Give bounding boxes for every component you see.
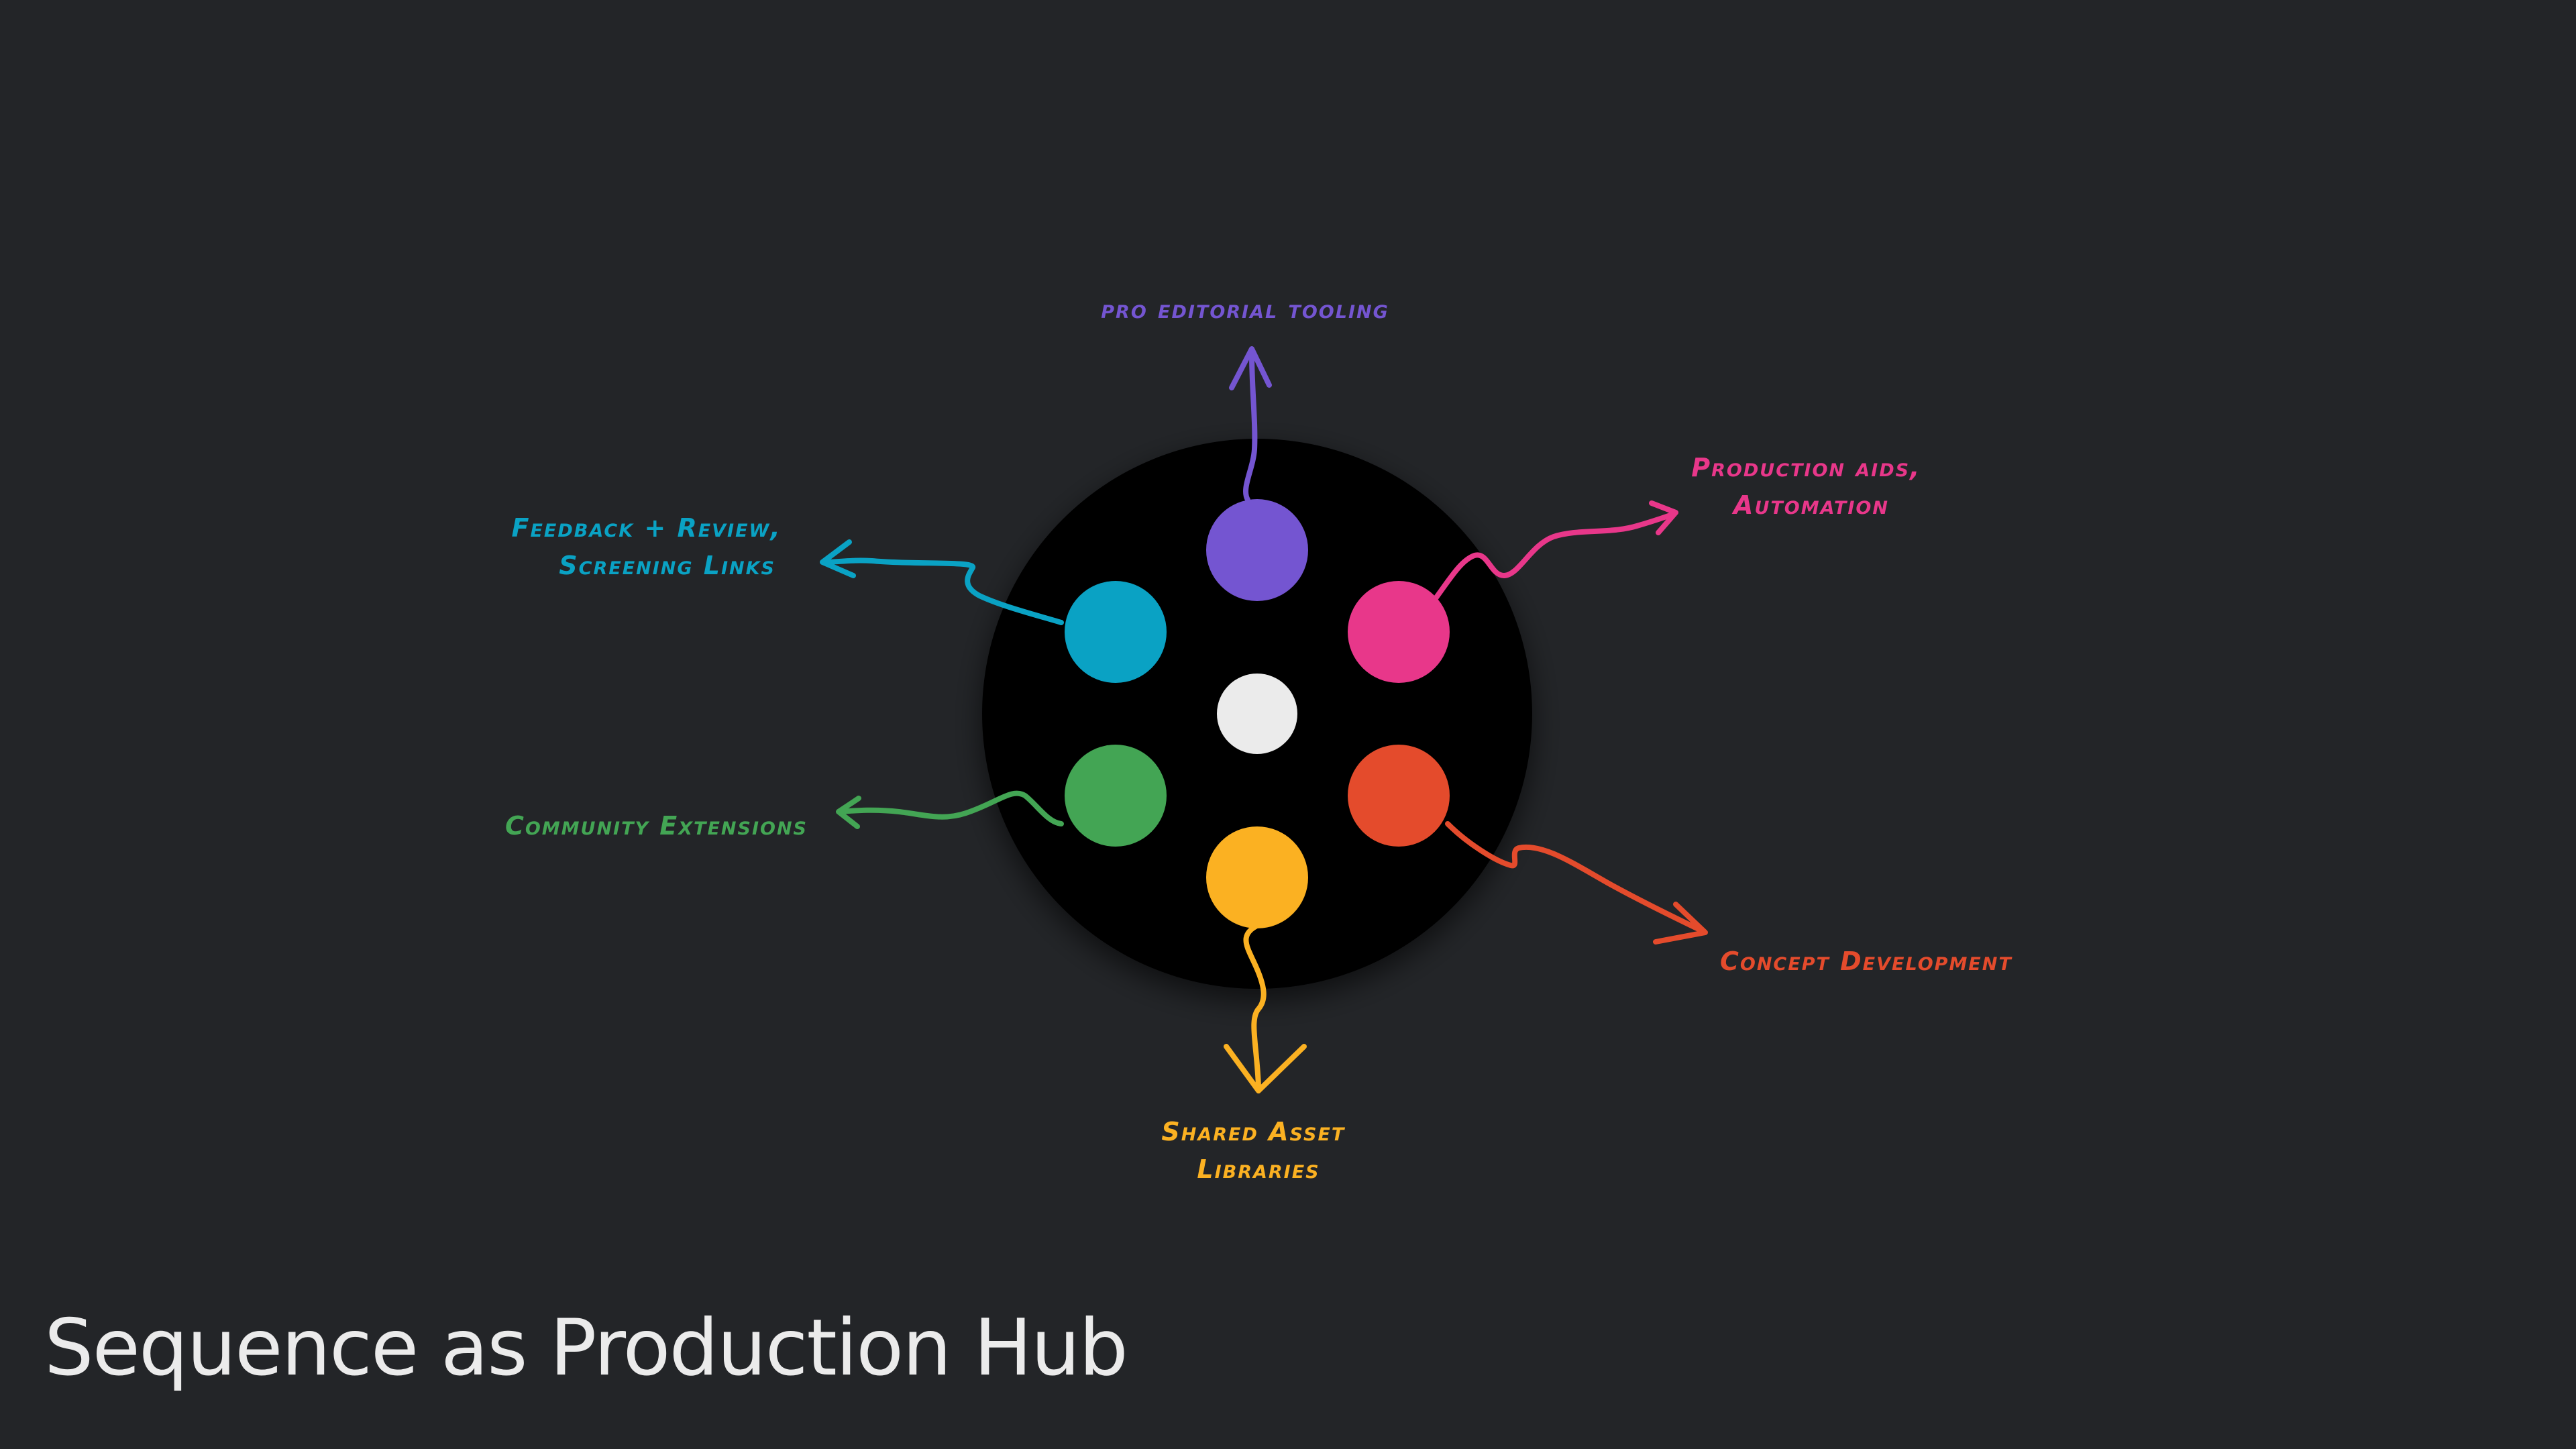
arrowhead-pink — [1649, 500, 1678, 535]
connector-pink — [1433, 511, 1677, 601]
arrowhead-yellow — [1224, 1044, 1307, 1093]
node-purple — [1206, 499, 1308, 601]
node-green — [1065, 745, 1167, 847]
connectors — [820, 346, 1708, 1093]
connector-green — [837, 790, 1064, 826]
arrowhead-orange — [1653, 902, 1708, 945]
label-yellow: Shared Asset Libraries — [1161, 1117, 1355, 1184]
node-orange — [1348, 745, 1450, 847]
label-orange: Concept Development — [1720, 947, 2012, 976]
label-pink: Production aids, Automation — [1691, 453, 1931, 520]
arrowhead-cyan — [820, 539, 856, 578]
label-purple: pro editorial tooling — [1101, 294, 1389, 324]
label-green: Community Extensions — [505, 811, 808, 841]
connector-purple — [1243, 352, 1258, 502]
arrowhead-green — [836, 796, 861, 829]
arrowhead-purple — [1229, 346, 1272, 390]
node-cyan — [1065, 581, 1167, 683]
connector-yellow — [1243, 922, 1267, 1089]
connector-cyan — [821, 557, 1064, 625]
node-pink — [1348, 581, 1450, 683]
label-cyan: Feedback + Review, Screening Links — [512, 513, 792, 580]
connector-orange — [1445, 821, 1703, 932]
node-center — [1217, 674, 1297, 754]
node-yellow — [1206, 826, 1308, 928]
slide-title: Sequence as Production Hub — [44, 1303, 1128, 1393]
